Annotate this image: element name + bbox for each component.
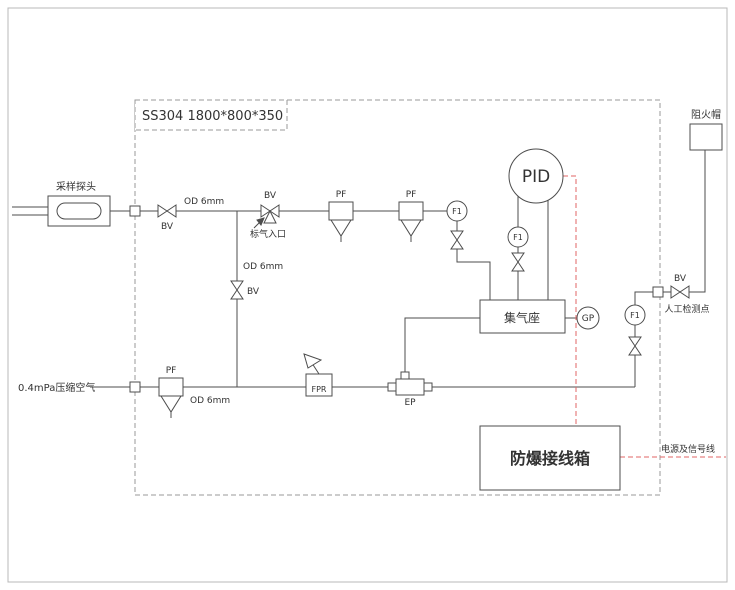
page-border	[7, 7, 728, 583]
valve-symbol	[670, 285, 690, 299]
flame-arrestor-body	[689, 123, 723, 151]
ball-valve-inlet: BV	[157, 204, 177, 232]
filter-label: PF	[336, 190, 347, 200]
ball-valve-outlet: BV 人工检测点	[664, 274, 709, 315]
flowmeter-1: F1	[446, 200, 468, 250]
bulkhead-fitting-top	[129, 205, 141, 217]
filter-funnel	[160, 395, 182, 413]
probe-label: 采样探头	[56, 180, 96, 193]
probe-stem-lines	[12, 206, 48, 216]
pipe-outlet-riser	[634, 150, 706, 387]
filter-label: PF	[406, 190, 417, 200]
gauge-circle	[576, 306, 600, 330]
process-pipes	[12, 150, 706, 388]
inlet-arrow-head	[256, 217, 265, 226]
regulator-flag	[303, 353, 323, 369]
filter-funnel	[400, 219, 422, 237]
valve-label: BV	[247, 287, 260, 297]
needle-valve	[450, 230, 464, 250]
probe-element	[56, 202, 102, 220]
valve-symbol	[230, 280, 244, 300]
filter-pf-3: PF	[158, 366, 184, 418]
valve-label: BV	[161, 222, 174, 232]
pipe-manifold-to-ep	[404, 317, 480, 372]
filter-body	[158, 377, 184, 397]
filter-funnel	[330, 219, 352, 237]
manifold-label: 集气座	[504, 310, 540, 325]
ball-valve-vertical: OD 6mm BV	[230, 262, 283, 300]
junction-box-label: 防爆接线箱	[510, 449, 590, 468]
ep-top-port	[400, 371, 410, 380]
sample-probe: 采样探头	[47, 180, 111, 227]
needle-valve	[511, 252, 525, 272]
bulkhead-fitting-right	[652, 286, 664, 298]
gauge-gp: GP	[576, 306, 600, 330]
enclosure-spec-box	[134, 99, 288, 131]
needle-valve	[628, 336, 642, 356]
bulkhead-fitting-bottom	[129, 381, 141, 393]
valve-label: BV	[264, 191, 277, 201]
ep-right-port	[423, 382, 433, 392]
junction-box-body	[479, 425, 621, 491]
filter-body	[328, 201, 354, 221]
gauge-label: GP	[582, 314, 595, 324]
flowmeter-3: F1	[624, 304, 646, 356]
ep-body	[395, 378, 425, 396]
regulator-body	[305, 373, 333, 397]
cal-gas-valve: BV 标气入口	[250, 191, 286, 240]
filter-regulator: FPR	[303, 353, 333, 397]
power-signal-label: 电源及信号线	[661, 443, 715, 455]
compressed-air-label: 0.4mPa压缩空气	[18, 381, 95, 394]
pid-analyzer: PID	[508, 148, 564, 204]
filter-label: PF	[166, 366, 177, 376]
od-label-mid: OD 6mm	[243, 262, 283, 272]
filter-pf-2: PF	[398, 190, 424, 242]
flowmeter-label: F1	[513, 233, 523, 242]
valve-third-port	[263, 209, 277, 224]
pid-label: PID	[522, 167, 550, 187]
filter-pf-1: PF	[328, 190, 354, 242]
gas-manifold: 集气座	[479, 299, 566, 334]
flowmeter-2: F1	[507, 226, 529, 272]
flowmeter-circle	[507, 226, 529, 248]
od-label-top: OD 6mm	[184, 197, 224, 207]
flame-arrestor: 阻火帽	[689, 108, 723, 151]
flowmeter-circle	[624, 304, 646, 326]
pid-circle	[508, 148, 564, 204]
enclosure-boundary: SS304 1800*800*350	[134, 99, 661, 496]
ep-label: EP	[404, 398, 416, 408]
flowmeter-circle	[446, 200, 468, 222]
regulator-label: FPR	[312, 385, 327, 394]
valve-symbol	[157, 204, 177, 218]
od-label-bottom: OD 6mm	[190, 396, 230, 406]
signal-line-pid-to-box	[563, 175, 577, 426]
signal-lines	[563, 175, 726, 458]
flame-arrestor-label: 阻火帽	[691, 108, 721, 121]
manual-check-label: 人工检测点	[664, 303, 709, 315]
flowmeter-label: F1	[452, 207, 462, 216]
cal-gas-inlet-label: 标气入口	[250, 228, 286, 240]
enclosure-spec-label: SS304 1800*800*350	[142, 109, 283, 124]
filter-body	[398, 201, 424, 221]
valve-label: BV	[674, 274, 687, 284]
manifold-body	[479, 299, 566, 334]
junction-box: 防爆接线箱	[479, 425, 621, 491]
ep-unit: EP	[387, 371, 433, 408]
ep-left-port	[387, 382, 397, 392]
flowmeter-label: F1	[630, 311, 640, 320]
